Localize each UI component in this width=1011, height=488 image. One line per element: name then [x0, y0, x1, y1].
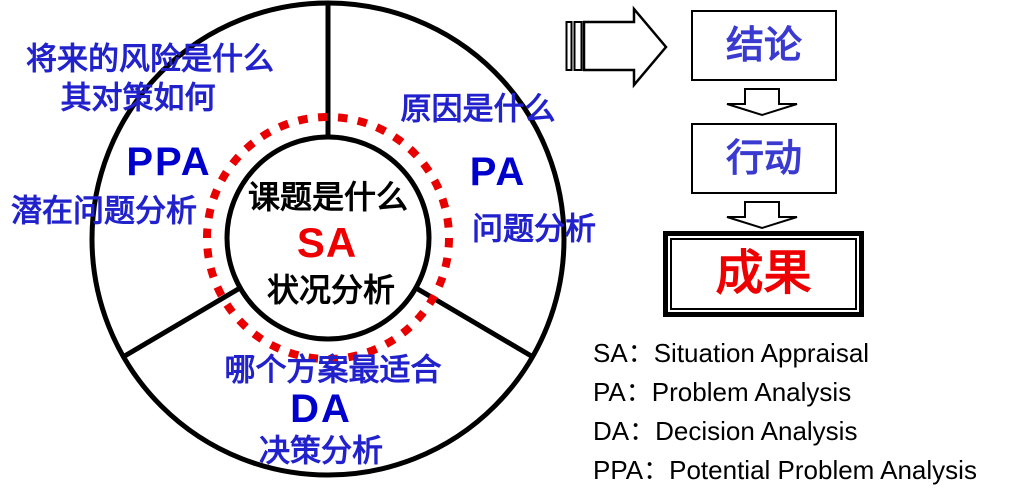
ppa-question-line2: 其对策如何 [60, 80, 216, 116]
down-arrow-icon-1 [726, 88, 798, 117]
legend-pa-abbr: PA [593, 377, 626, 407]
legend-da-full: Decision Analysis [655, 416, 858, 446]
legend-sa-separator: ： [627, 338, 654, 368]
action-label: 行动 [725, 137, 802, 180]
legend-da-separator: ： [629, 416, 656, 446]
conclusion-label: 结论 [725, 24, 802, 67]
big-right-arrow-icon [582, 5, 668, 89]
wheel-inner-circle [224, 134, 432, 342]
legend-sa-full: Situation Appraisal [653, 338, 870, 368]
legend-sa-abbr: SA [593, 338, 628, 368]
wheel-divider-lower-left [121, 285, 242, 360]
red-dotted-circle [203, 113, 453, 363]
sa-name: 状况分析 [266, 272, 396, 308]
da-question: 哪个方案最适合 [224, 352, 442, 388]
legend-da-abbr: DA [593, 416, 630, 446]
da-name: 决策分析 [259, 433, 383, 469]
legend-line-da: DA：Decision Analysis [593, 412, 977, 451]
conclusion-box: 结论 [691, 10, 837, 81]
speed-line-2 [573, 21, 583, 71]
legend-ppa-separator: ： [643, 455, 670, 485]
pa-question: 原因是什么 [400, 91, 556, 127]
sa-acronym: SA [296, 219, 358, 266]
ppa-name: 潜在问题分析 [11, 193, 197, 229]
speed-line-1 [565, 21, 573, 71]
legend-line-sa: SA：Situation Appraisal [593, 334, 977, 373]
result-label: 成果 [715, 247, 812, 300]
pa-name: 问题分析 [472, 211, 596, 247]
pa-acronym: PA [469, 150, 527, 194]
legend-pa-separator: ： [625, 377, 652, 407]
result-box: 成果 [663, 231, 864, 317]
action-box: 行动 [691, 123, 837, 194]
legend: SA：Situation Appraisal PA：Problem Analys… [593, 334, 977, 488]
down-arrow-icon-2 [726, 201, 798, 230]
ppa-question-line1: 将来的风险是什么 [26, 41, 274, 77]
legend-line-ppa: PPA：Potential Problem Analysis [593, 451, 977, 488]
legend-line-pa: PA：Problem Analysis [593, 373, 977, 412]
legend-ppa-full: Potential Problem Analysis [669, 455, 977, 485]
legend-ppa-abbr: PPA [593, 455, 644, 485]
sa-question: 课题是什么 [247, 179, 409, 215]
result-box-inner-frame: 成果 [670, 238, 857, 310]
ppa-acronym: PPA [126, 140, 212, 184]
da-acronym: DA [290, 387, 352, 431]
legend-pa-full: Problem Analysis [651, 377, 852, 407]
